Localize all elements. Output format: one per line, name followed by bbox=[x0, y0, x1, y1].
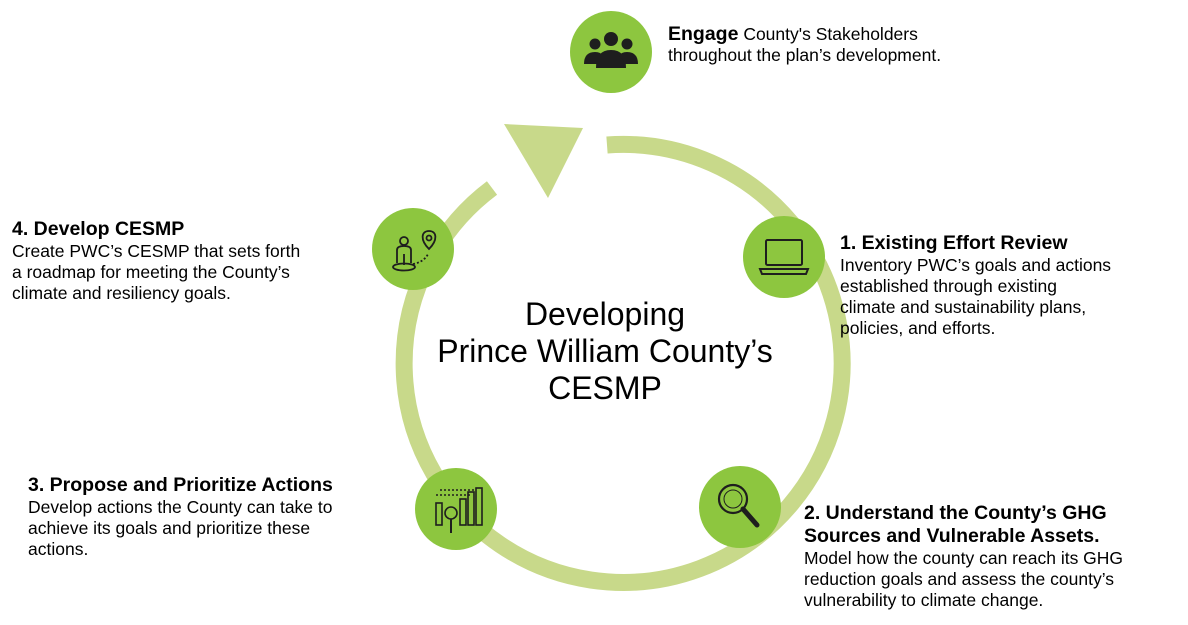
develop-text: 4. Develop CESMP Create PWC’s CESMP that… bbox=[12, 218, 352, 304]
center-title: Developing Prince William County’s CESMP bbox=[405, 296, 805, 407]
propose-line-3: actions. bbox=[28, 539, 89, 559]
center-title-line-1: Developing bbox=[524, 296, 686, 332]
propose-line-2: achieve its goals and prioritize these bbox=[28, 518, 311, 538]
engage-lead: Engage bbox=[668, 23, 739, 45]
bar-chart-search-icon bbox=[435, 487, 483, 533]
understand-line-3: vulnerability to climate change. bbox=[804, 590, 1044, 610]
understand-node bbox=[699, 466, 781, 548]
develop-line-2: a roadmap for meeting the County’s bbox=[12, 262, 290, 282]
magnifier-icon bbox=[717, 483, 760, 528]
understand-line-1: Model how the county can reach its GHG bbox=[804, 548, 1124, 568]
laptop-icon bbox=[758, 239, 810, 275]
person-location-icon bbox=[392, 230, 437, 272]
develop-line-3: climate and resiliency goals. bbox=[12, 283, 231, 303]
develop-line-1: Create PWC’s CESMP that sets forth bbox=[12, 241, 301, 261]
existing-line-2: established through existing bbox=[840, 276, 1057, 296]
existing-text: 1. Existing Effort Review Inventory PWC’… bbox=[840, 232, 1180, 339]
understand-text: 2. Understand the County’s GHG Sources a… bbox=[804, 502, 1188, 611]
existing-node bbox=[743, 216, 825, 298]
engage-node bbox=[570, 11, 652, 93]
existing-line-3: climate and sustainability plans, bbox=[840, 297, 1087, 317]
engage-line-1: Engage County's Stakeholders bbox=[668, 23, 918, 45]
center-title-line-2: Prince William County’s bbox=[437, 333, 773, 369]
understand-line-2: reduction goals and assess the county’s bbox=[804, 569, 1115, 589]
existing-line-4: policies, and efforts. bbox=[840, 318, 996, 338]
engage-line-2: throughout the plan’s development. bbox=[668, 45, 942, 65]
center-title-line-3: CESMP bbox=[548, 370, 662, 406]
understand-title-line-1: 2. Understand the County’s GHG bbox=[804, 502, 1107, 524]
understand-title-line-2: Sources and Vulnerable Assets. bbox=[804, 525, 1100, 547]
develop-node bbox=[372, 208, 454, 290]
propose-node bbox=[415, 468, 497, 550]
develop-title: 4. Develop CESMP bbox=[12, 218, 185, 240]
propose-title: 3. Propose and Prioritize Actions bbox=[28, 474, 333, 496]
engage-text: Engage County's Stakeholders throughout … bbox=[668, 24, 1028, 66]
cycle-arrowhead bbox=[504, 124, 583, 198]
engage-line-1-rest: County's Stakeholders bbox=[743, 24, 918, 44]
existing-title: 1. Existing Effort Review bbox=[840, 232, 1068, 254]
propose-line-1: Develop actions the County can take to bbox=[28, 497, 333, 517]
existing-line-1: Inventory PWC’s goals and actions bbox=[840, 255, 1112, 275]
propose-text: 3. Propose and Prioritize Actions Develo… bbox=[28, 474, 400, 560]
people-group-icon bbox=[584, 32, 638, 68]
